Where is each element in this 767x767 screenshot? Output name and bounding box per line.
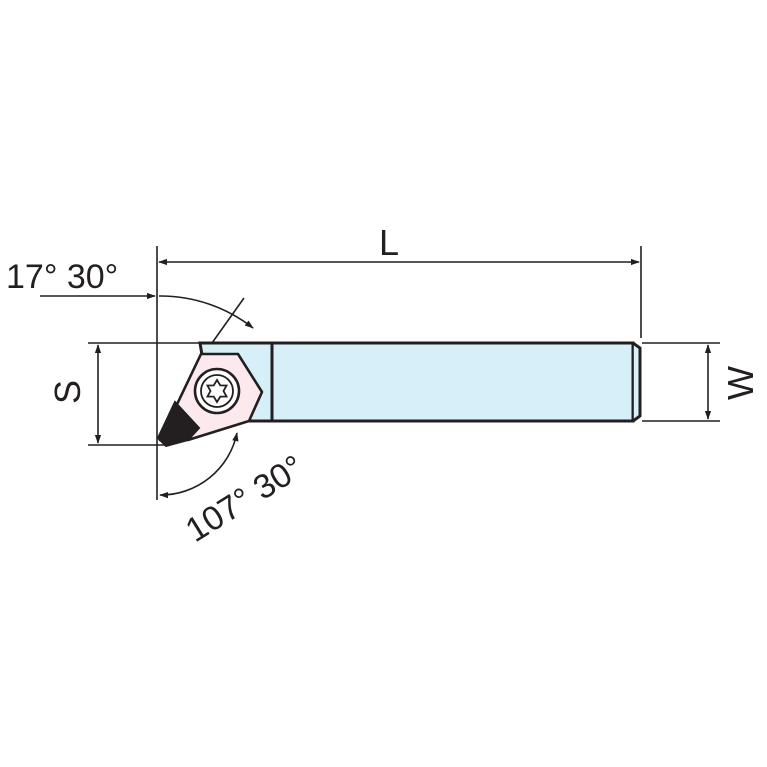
length-label: L [379, 222, 399, 263]
shank-label: S [47, 380, 88, 404]
extension-lines [88, 246, 720, 500]
shank-body [270, 341, 642, 423]
torx-star [205, 378, 229, 404]
width-label: W [720, 366, 761, 400]
shank-rect [270, 341, 635, 423]
angle-bottom-label: 107° 30° [179, 448, 310, 550]
angle-top-label: 17° 30° [6, 258, 118, 296]
dimension-shank: S [47, 344, 102, 444]
angle-top-dimension: 17° 30° [6, 258, 254, 344]
torx-screw-icon [193, 367, 241, 415]
shank-end-chamfer [632, 341, 642, 423]
insert-tip [156, 400, 201, 448]
dimension-length: L [158, 222, 640, 266]
dimension-width: W [704, 344, 761, 420]
